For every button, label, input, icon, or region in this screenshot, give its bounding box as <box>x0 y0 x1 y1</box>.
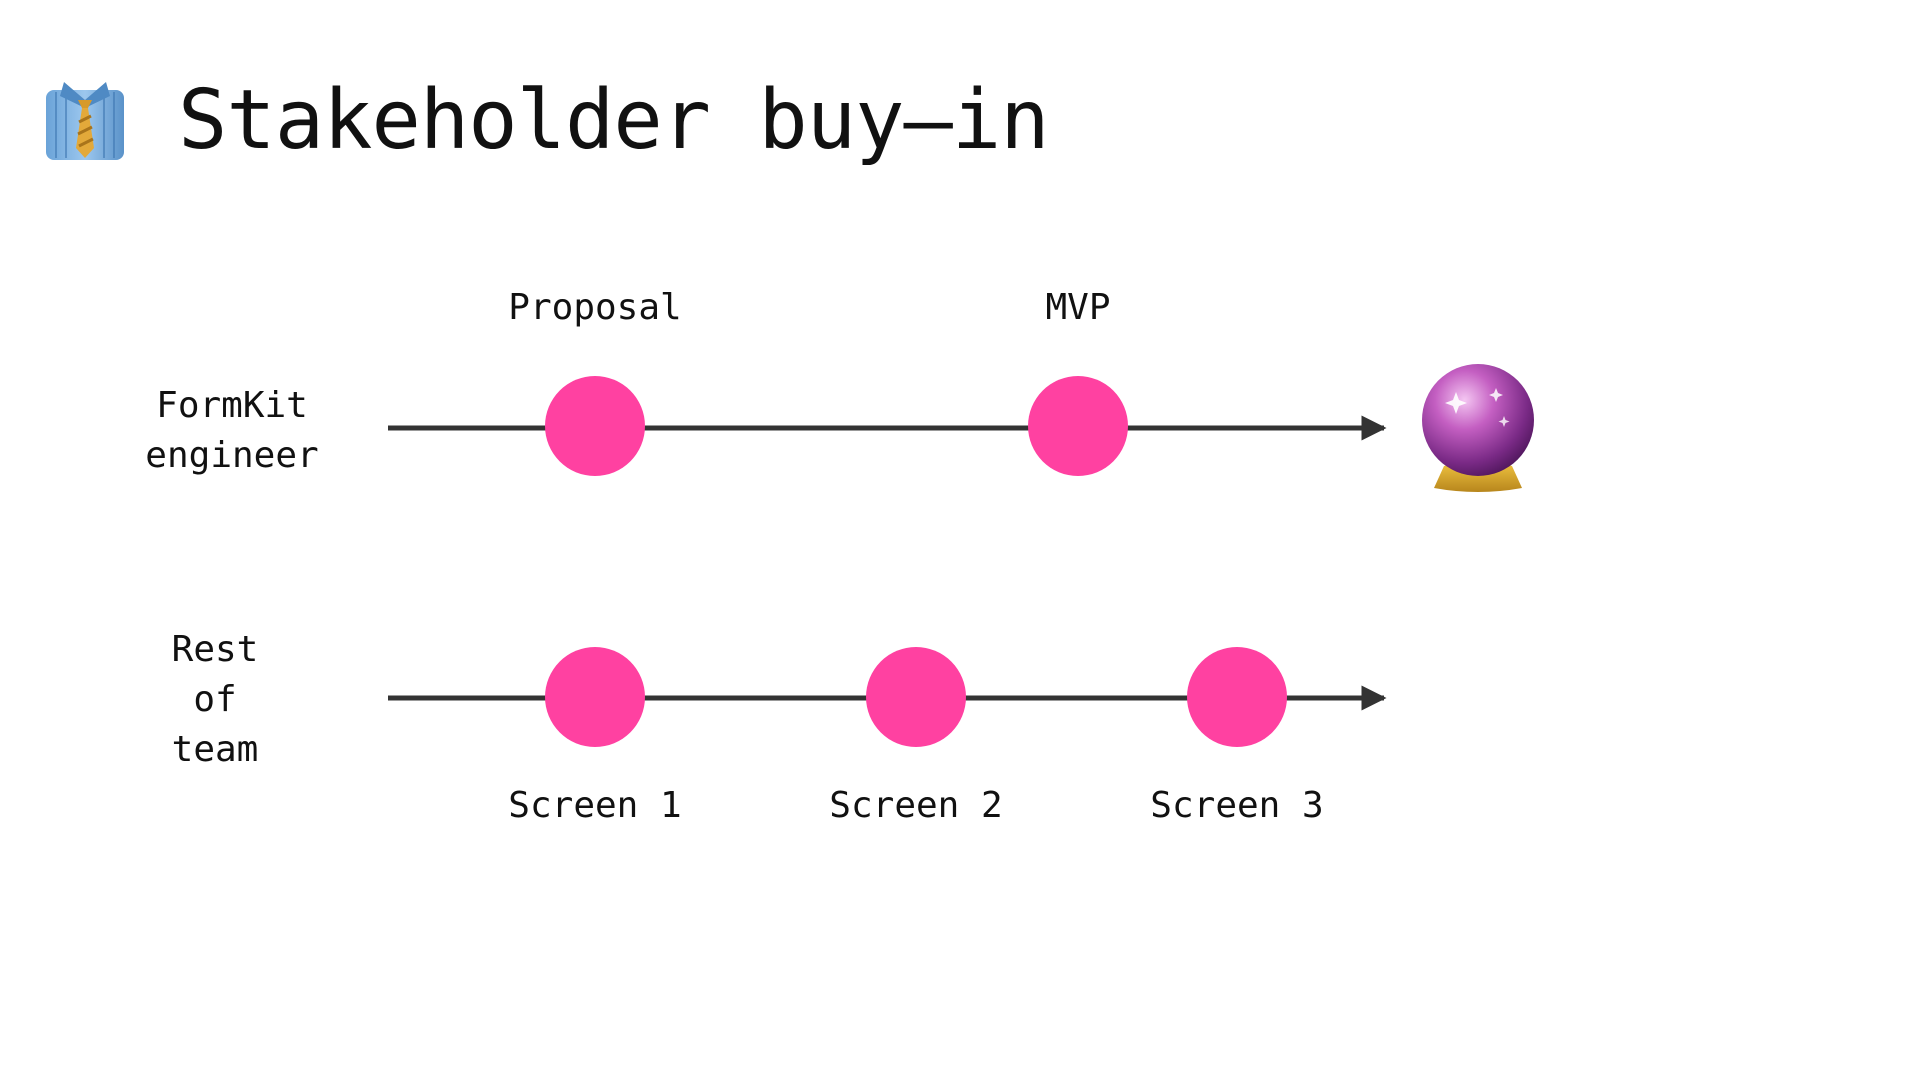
row-label-line: FormKit <box>156 385 308 426</box>
row-label-line: team <box>171 729 259 770</box>
milestone-dot-screen-3 <box>1187 647 1287 747</box>
milestone-label-screen-3: Screen 3 <box>1150 785 1324 826</box>
milestone-dot-screen-2 <box>866 647 966 747</box>
milestone-dot-screen-1 <box>545 647 645 747</box>
row-label-line: of <box>193 679 237 720</box>
milestone-label-mvp: MVP <box>1045 287 1111 328</box>
milestone-dot-mvp <box>1028 376 1128 476</box>
row-label-line: Rest <box>171 629 259 670</box>
milestone-label-screen-2: Screen 2 <box>829 785 1003 826</box>
row-label-formkit-engineer: FormKit engineer <box>130 381 334 481</box>
milestone-dot-proposal <box>545 376 645 476</box>
title-row: Stakeholder buy–in <box>44 70 1050 170</box>
row-label-line: engineer <box>145 435 319 476</box>
row-label-rest-of-team: Rest of team <box>150 625 280 775</box>
milestone-label-proposal: Proposal <box>508 287 682 328</box>
necktie-shirt-icon <box>46 82 124 160</box>
slide-title: Stakeholder buy–in <box>178 72 1050 168</box>
crystal-ball-icon <box>1422 364 1534 492</box>
milestone-label-screen-1: Screen 1 <box>508 785 682 826</box>
